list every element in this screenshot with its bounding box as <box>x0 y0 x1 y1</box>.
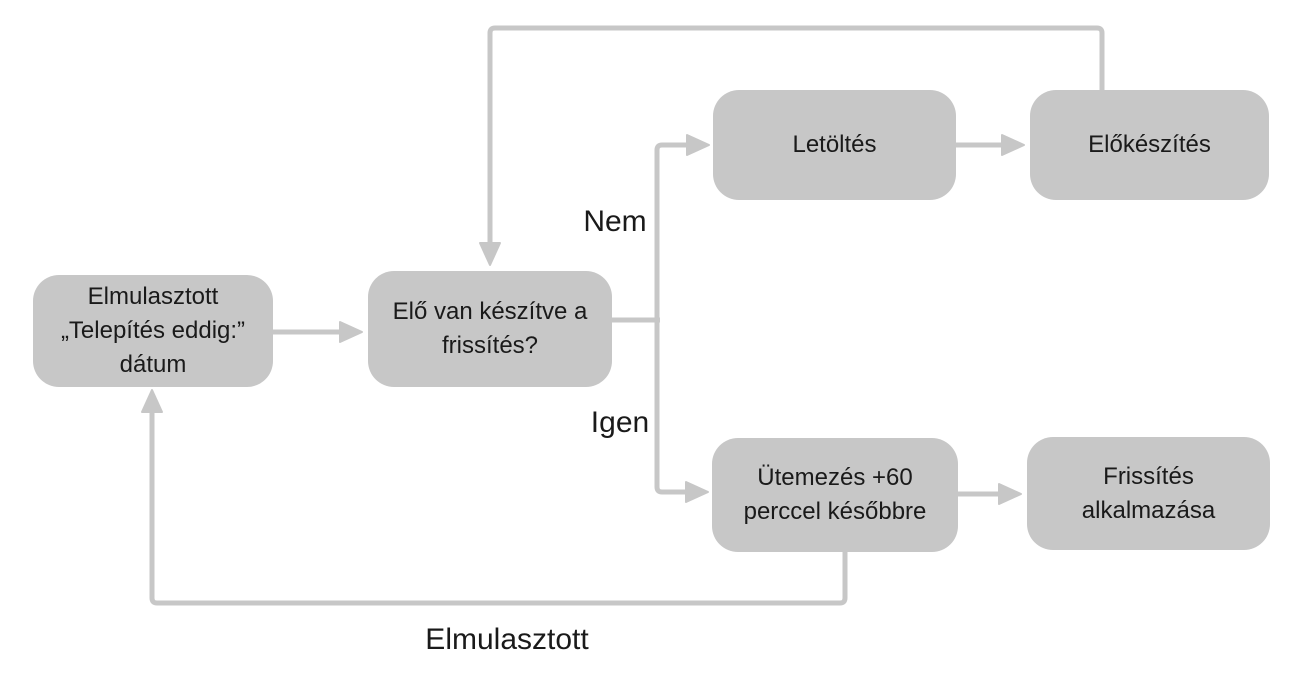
node-text-line: Frissítés <box>1103 462 1194 490</box>
connector-prepare-loop-to-question <box>479 25 1105 266</box>
node-missed-install-by-date: Elmulasztott „Telepítés eddig:” dátum <box>33 275 273 387</box>
node-prepare: Előkészítés <box>1030 90 1269 200</box>
node-download: Letöltés <box>713 90 956 200</box>
node-text-line: Ütemezés +60 <box>757 464 913 491</box>
connector-yes-branch-to-schedule <box>654 317 709 503</box>
node-text-line: alkalmazása <box>1081 496 1216 524</box>
edge-label-yes: Igen <box>590 406 650 439</box>
connector-missed-loop-to-start <box>141 389 848 606</box>
node-text-line: Előkészítés <box>1088 131 1211 158</box>
edge-label-missed: Elmulasztott <box>425 623 589 656</box>
node-schedule-plus-60-minutes: Ütemezés +60 perccel későbbre <box>712 438 958 552</box>
node-text-line: „Telepítés eddig:” <box>60 317 246 344</box>
node-text-line: dátum <box>119 351 187 378</box>
node-text-line: perccel későbbre <box>743 498 927 525</box>
node-apply-update: Frissítés alkalmazása <box>1027 437 1270 550</box>
node-text-line: Elő van készítve a <box>392 298 588 325</box>
connector-no-branch-to-download <box>654 134 710 323</box>
node-text-line: Elmulasztott <box>87 283 219 310</box>
node-text-line: Letöltés <box>792 131 877 158</box>
edge-label-no: Nem <box>583 205 647 238</box>
node-update-prepared-question: Elő van készítve a frissítés? <box>368 271 612 387</box>
node-text-line: frissítés? <box>441 332 539 359</box>
